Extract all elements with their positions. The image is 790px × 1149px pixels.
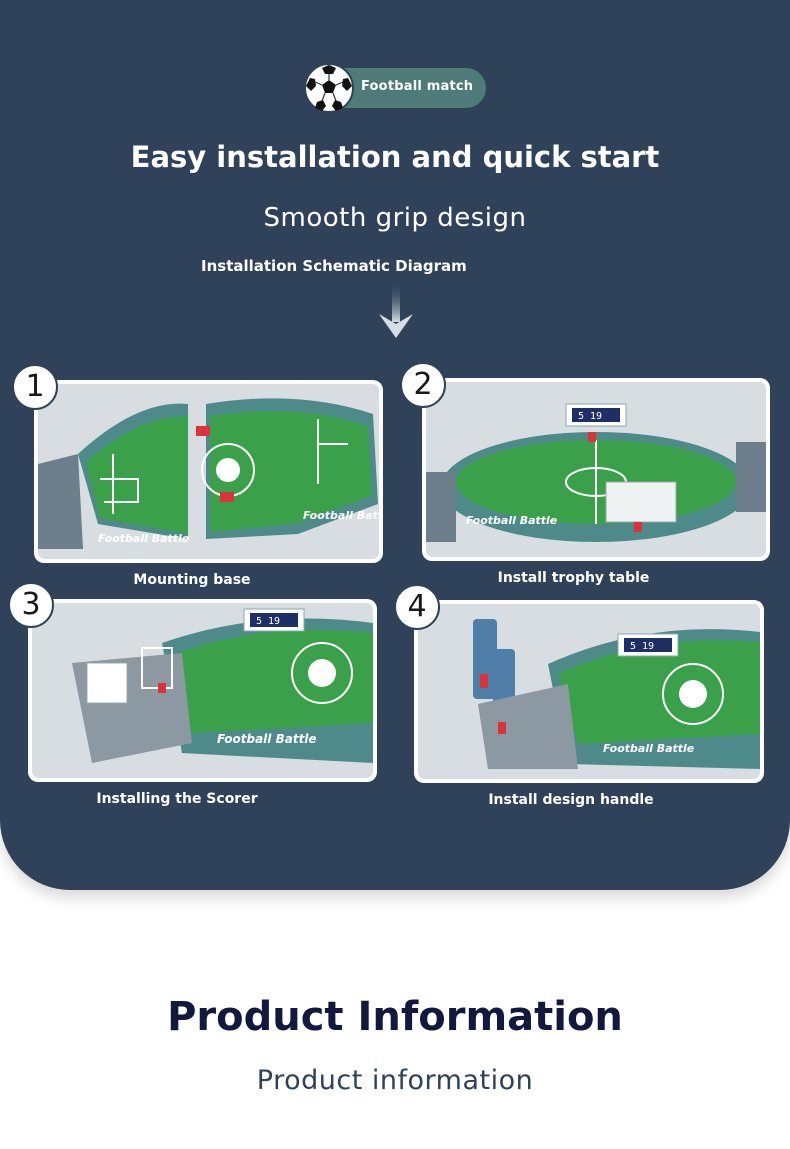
step-4-number: 4 xyxy=(394,584,440,630)
diagram-label: Installation Schematic Diagram xyxy=(201,257,467,275)
step-1-number: 1 xyxy=(12,364,58,410)
step-4-brand: Football Battle xyxy=(603,742,695,755)
step-2-number: 2 xyxy=(400,362,446,408)
step-3-caption: Installing the Scorer xyxy=(96,791,258,807)
page-title: Easy installation and quick start xyxy=(130,140,660,174)
step-3-brand: Football Battle xyxy=(217,732,317,746)
step-2-card: 5 19 Football Battle xyxy=(422,378,770,561)
step-1-brand: Football Battle xyxy=(303,509,379,522)
step-3-card: 5 19 Football Battle xyxy=(28,599,377,782)
step-1-brand-left: Football Battle xyxy=(98,532,190,545)
step-4-image: 5 19 Football Battle xyxy=(418,604,760,779)
step-1-card: Football Battle Football Battle xyxy=(34,380,383,563)
step-4-card: 5 19 Football Battle xyxy=(414,600,764,783)
badge-label: Football match xyxy=(361,79,474,94)
product-info-subtitle: Product information xyxy=(256,1065,534,1096)
step-2-image: 5 19 Football Battle xyxy=(426,382,766,557)
step-1-image: Football Battle Football Battle xyxy=(38,384,379,559)
step-3-image: 5 19 Football Battle xyxy=(32,603,373,778)
step-3-score: 5 19 xyxy=(256,616,280,627)
step-2-brand: Football Battle xyxy=(466,514,558,527)
step-3-number: 3 xyxy=(8,582,54,628)
step-4-score: 5 19 xyxy=(630,641,654,652)
soccer-ball-icon xyxy=(304,63,354,113)
step-1-caption: Mounting base xyxy=(133,572,251,588)
arrow-down-icon xyxy=(379,280,413,338)
step-2-score: 5 19 xyxy=(578,411,602,422)
page-subtitle: Smooth grip design xyxy=(263,203,527,233)
step-4-caption: Install design handle xyxy=(488,792,654,808)
step-2-caption: Install trophy table xyxy=(497,570,650,586)
product-info-title: Product Information xyxy=(167,994,623,1040)
